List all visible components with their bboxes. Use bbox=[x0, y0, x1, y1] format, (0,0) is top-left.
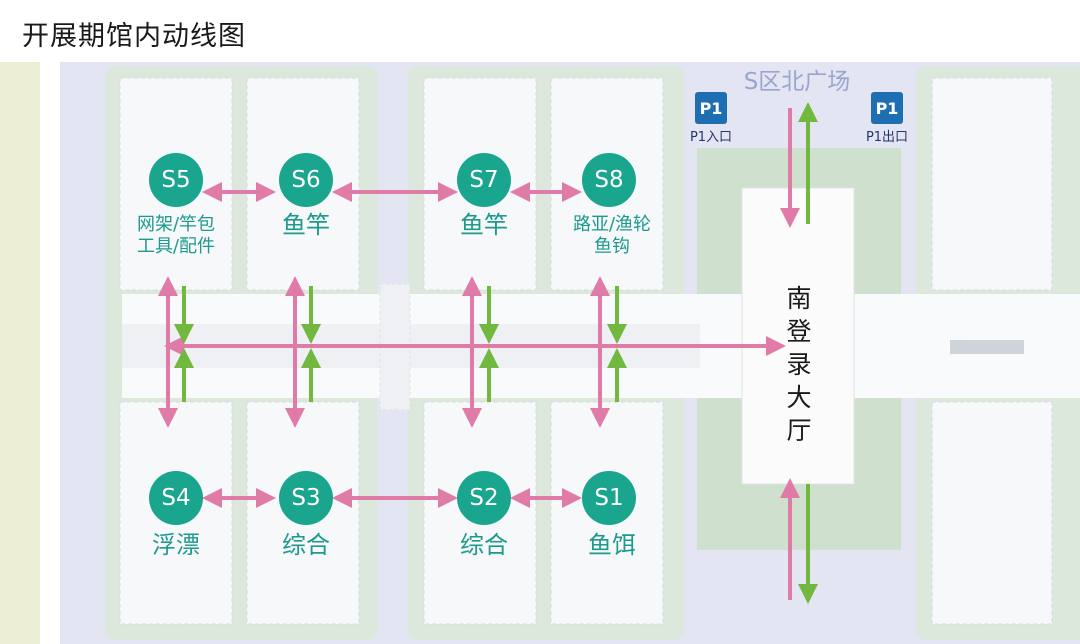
north-plaza-label: S区北广场 bbox=[743, 69, 851, 95]
parking-exit-icon-text: P1 bbox=[875, 99, 899, 118]
east-room-lower bbox=[931, 401, 1053, 625]
hall-S5-line-1: 网架/竿包 bbox=[136, 214, 216, 235]
hall-S8-label: 路亚/渔轮 鱼钩 bbox=[573, 214, 651, 258]
parking-exit-icon: P1 bbox=[871, 92, 903, 124]
left-strip bbox=[0, 62, 40, 644]
hall-S8-badge: S8 bbox=[582, 153, 636, 207]
hall-S4-badge: S4 bbox=[149, 471, 203, 525]
parking-entry-label: P1入口 bbox=[689, 130, 733, 145]
hall-S6-label: 鱼竿 bbox=[282, 211, 330, 239]
hall-S2-label: 综合 bbox=[460, 531, 508, 559]
hall-S5-badge: S5 bbox=[149, 153, 203, 207]
hall-S3-label: 综合 bbox=[282, 531, 330, 559]
parking-entry-icon: P1 bbox=[695, 92, 727, 124]
hall-S5-label: 网架/竿包 工具/配件 bbox=[137, 214, 215, 258]
hall-S1-badge: S1 bbox=[582, 471, 636, 525]
floor-plan bbox=[0, 62, 1080, 644]
hall-S7-label: 鱼竿 bbox=[460, 211, 508, 239]
hall-S8-line-1: 路亚/渔轮 bbox=[572, 214, 652, 235]
lobby-char: 南 bbox=[786, 284, 812, 313]
hall-S1-label: 鱼饵 bbox=[588, 531, 636, 559]
hall-S5-line-2: 工具/配件 bbox=[136, 236, 216, 257]
parking-exit-label: P1出口 bbox=[865, 130, 909, 145]
hall-S7-badge: S7 bbox=[457, 153, 511, 207]
lobby-char: 录 bbox=[786, 350, 812, 379]
page-title: 开展期馆内动线图 bbox=[22, 21, 246, 52]
east-room-upper bbox=[931, 77, 1053, 291]
hall-S8-line-2: 鱼钩 bbox=[593, 236, 630, 257]
hall-S4-label: 浮漂 bbox=[152, 531, 200, 559]
lobby-char: 大 bbox=[786, 383, 812, 412]
hall-S6-badge: S6 bbox=[279, 153, 333, 207]
south-lobby-label: 南 登 录 大 厅 bbox=[775, 282, 823, 447]
lobby-char: 厅 bbox=[786, 416, 812, 445]
parking-entry-icon-text: P1 bbox=[699, 99, 723, 118]
hall-S3-badge: S3 bbox=[279, 471, 333, 525]
lobby-char: 登 bbox=[786, 317, 812, 346]
east-corridor-bar bbox=[950, 340, 1024, 354]
hall-S2-badge: S2 bbox=[457, 471, 511, 525]
